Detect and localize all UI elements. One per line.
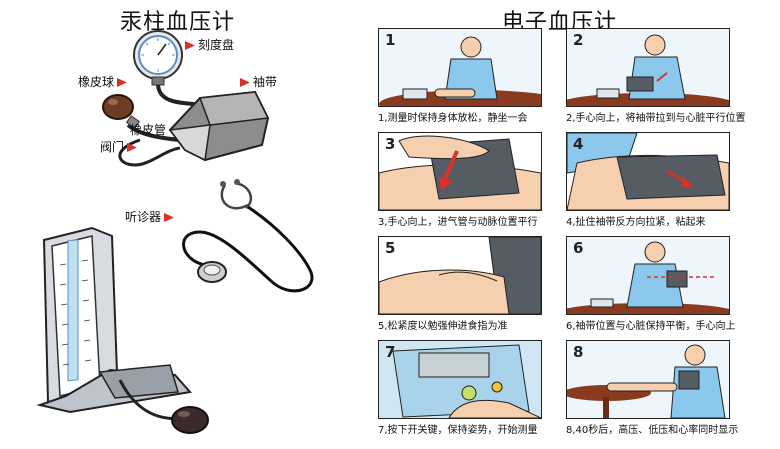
dial-gauge	[133, 30, 183, 86]
step-3-illustration	[379, 133, 541, 210]
step-panel-3: 3	[378, 132, 542, 211]
step-1-illustration	[379, 29, 541, 106]
step-caption-2: 2,手心向上，将袖带拉到与心脏平行位置	[566, 113, 746, 124]
step-2-illustration	[567, 29, 729, 106]
stethoscope-label: 听诊器	[125, 208, 174, 225]
step-7-illustration	[379, 341, 541, 418]
mercury-manometer	[36, 226, 209, 434]
step-4-illustration	[567, 133, 729, 210]
step-8-illustration	[567, 341, 729, 418]
step-panel-8: 8	[566, 340, 730, 419]
cuff-label: 袖带	[240, 73, 277, 90]
step-6-illustration	[567, 237, 729, 314]
dial-label: 刻度盘	[185, 36, 234, 53]
pointer-marker-icon	[240, 78, 250, 87]
stethoscope	[182, 179, 314, 293]
rubber-bulb	[102, 94, 141, 129]
valve-label: 阀门	[100, 138, 137, 155]
mercury-sphygmomanometer-illustration	[36, 30, 314, 434]
step-caption-8: 8,40秒后，高压、低压和心率同时显示	[566, 425, 739, 436]
step-5-illustration	[379, 237, 541, 314]
pointer-marker-icon	[127, 143, 137, 152]
tube-label: 橡皮管	[130, 123, 167, 137]
step-caption-6: 6,袖带位置与心脏保持平衡，手心向上	[566, 321, 736, 332]
step-caption-1: 1,测量时保持身体放松，静坐一会	[378, 113, 528, 124]
step-panel-6: 6	[566, 236, 730, 315]
step-caption-4: 4,扯住袖带反方向拉紧，粘起来	[566, 217, 706, 228]
left-title: 汞柱血压计	[120, 10, 236, 35]
step-panel-7: 7	[378, 340, 542, 419]
step-panel-4: 4	[566, 132, 730, 211]
step-caption-7: 7,按下开关键，保持姿势，开始测量	[378, 425, 538, 436]
step-panel-5: 5	[378, 236, 542, 315]
pointer-marker-icon	[185, 41, 195, 50]
pointer-marker-icon	[164, 213, 174, 222]
step-panel-1: 1	[378, 28, 542, 107]
pointer-marker-icon	[117, 78, 127, 87]
step-caption-3: 3,手心向上，进气管与动脉位置平行	[378, 217, 538, 228]
step-panel-2: 2	[566, 28, 730, 107]
bulb-label: 橡皮球	[78, 73, 127, 90]
cuff	[168, 90, 270, 162]
step-caption-5: 5,松紧度以勉强伸进食指为准	[378, 321, 508, 332]
